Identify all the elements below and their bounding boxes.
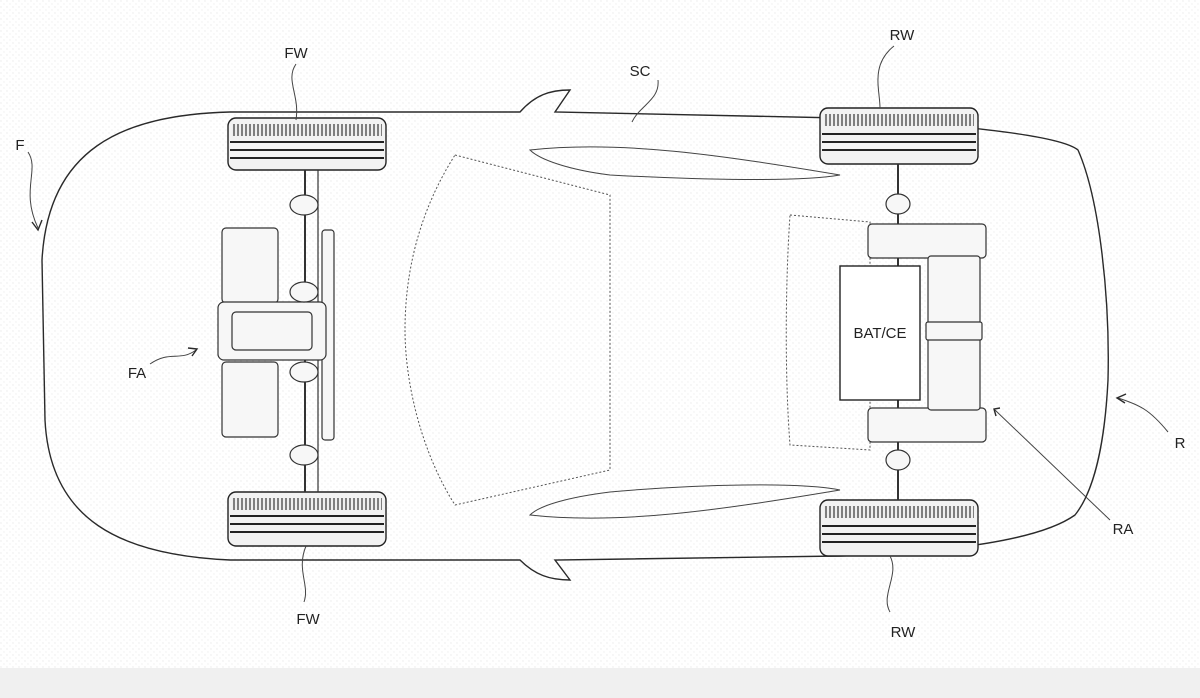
leader-rw-top bbox=[877, 45, 895, 109]
car-body-outline bbox=[41, 89, 1109, 581]
front-wheel-bottom bbox=[227, 491, 387, 547]
rear-wheel-bottom bbox=[819, 499, 979, 557]
label-fa: FA bbox=[128, 365, 146, 382]
rear-window bbox=[785, 214, 871, 451]
rear-wheel-top bbox=[819, 107, 979, 165]
front-axle-assembly bbox=[217, 170, 335, 492]
leader-fw-top bbox=[291, 63, 298, 121]
leader-r bbox=[1117, 397, 1169, 433]
arrow-fa-head bbox=[187, 347, 199, 357]
cabin-bottom-line bbox=[528, 484, 841, 519]
leader-ra bbox=[994, 409, 1111, 521]
leader-f bbox=[27, 151, 39, 229]
label-sc: SC bbox=[630, 63, 651, 80]
leader-fw-bottom bbox=[301, 545, 307, 603]
label-rw-top: RW bbox=[890, 27, 916, 44]
rear-axle-assembly bbox=[867, 164, 987, 500]
cabin-top-line bbox=[528, 146, 841, 181]
arrow-r-head bbox=[1115, 393, 1127, 404]
arrow-ra-head bbox=[993, 407, 1001, 417]
front-wheel-top bbox=[227, 117, 387, 171]
label-f: F bbox=[15, 137, 24, 154]
battery-box: BAT/CE bbox=[839, 265, 921, 401]
leader-rw-bottom bbox=[886, 555, 894, 613]
battery-label: BAT/CE bbox=[853, 325, 906, 342]
label-r: R bbox=[1175, 435, 1186, 452]
label-rw-bottom: RW bbox=[891, 624, 917, 641]
leader-fa bbox=[149, 349, 197, 365]
footer-band bbox=[0, 668, 1200, 698]
leader-sc bbox=[631, 79, 659, 123]
windshield bbox=[404, 154, 611, 506]
label-fw-bottom: FW bbox=[296, 611, 320, 628]
arrow-f-head bbox=[31, 219, 43, 232]
label-ra: RA bbox=[1113, 521, 1134, 538]
background bbox=[0, 0, 1200, 668]
label-fw-top: FW bbox=[284, 45, 308, 62]
